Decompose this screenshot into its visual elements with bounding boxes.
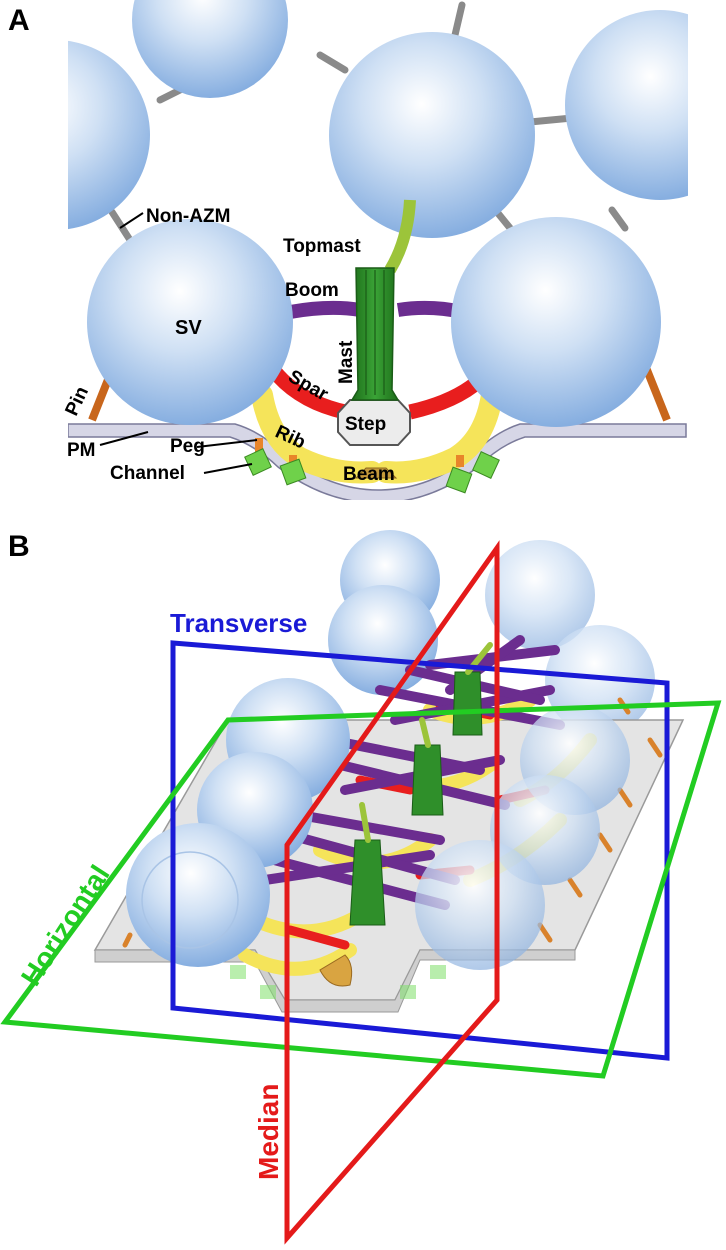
vesicle-top-2 bbox=[329, 32, 535, 238]
label-transverse: Transverse bbox=[170, 608, 307, 638]
label-channel: Channel bbox=[110, 463, 185, 484]
label-mast: Mast bbox=[336, 340, 357, 384]
peg-right bbox=[456, 455, 464, 467]
horizontal-plane bbox=[0, 700, 722, 1079]
label-step: Step bbox=[345, 414, 386, 435]
vesicle-top-1 bbox=[132, 0, 288, 98]
rib-left bbox=[251, 384, 383, 484]
label-peg: Peg bbox=[170, 436, 205, 457]
peg-left bbox=[255, 438, 263, 452]
label-topmast: Topmast bbox=[283, 236, 361, 257]
step-shape bbox=[337, 399, 411, 446]
label-median: Median bbox=[253, 1084, 284, 1180]
vesicle-docked-right bbox=[451, 217, 661, 427]
vesicle-b-back-3 bbox=[328, 585, 438, 695]
channel-3 bbox=[445, 466, 473, 494]
rib-right bbox=[375, 384, 503, 484]
transverse-plane bbox=[170, 640, 670, 1061]
label-non-azm: Non-AZM bbox=[146, 206, 230, 227]
panel-a-diagram bbox=[68, 0, 688, 500]
label-sv: SV bbox=[175, 317, 202, 339]
label-beam: Beam bbox=[343, 464, 395, 485]
channels-b bbox=[230, 965, 446, 999]
beams-b bbox=[319, 954, 353, 987]
leader-lines bbox=[99, 212, 258, 474]
masts-b bbox=[349, 671, 483, 926]
vesicle-b-back-2 bbox=[485, 540, 595, 650]
spar-left bbox=[269, 367, 347, 420]
pin-right bbox=[641, 363, 671, 422]
beam-shape bbox=[354, 467, 398, 479]
vesicle-top-right bbox=[565, 10, 688, 200]
panel-b-diagram bbox=[0, 530, 722, 1245]
panel-b-label: B bbox=[8, 530, 30, 563]
vesicle-b-right-3 bbox=[415, 840, 545, 970]
boom-left bbox=[288, 300, 362, 319]
median-plane bbox=[284, 540, 500, 1245]
panel-a-label: A bbox=[8, 4, 30, 37]
channel-1 bbox=[244, 448, 272, 476]
synaptic-vesicle-sv bbox=[87, 219, 293, 425]
pins-b bbox=[122, 697, 663, 948]
label-boom: Boom bbox=[285, 280, 339, 301]
label-pm: PM bbox=[67, 440, 96, 461]
topmast-shape bbox=[384, 199, 416, 274]
vesicle-top-left bbox=[68, 40, 150, 230]
vesicle-b-left-3 bbox=[126, 823, 270, 967]
non-azm-connectors bbox=[108, 1, 629, 244]
label-horizontal: Horizontal bbox=[15, 860, 116, 992]
label-pin: Pin bbox=[61, 383, 93, 419]
channel-4 bbox=[472, 451, 500, 479]
channel-2 bbox=[279, 458, 307, 486]
spar-right bbox=[408, 374, 485, 420]
